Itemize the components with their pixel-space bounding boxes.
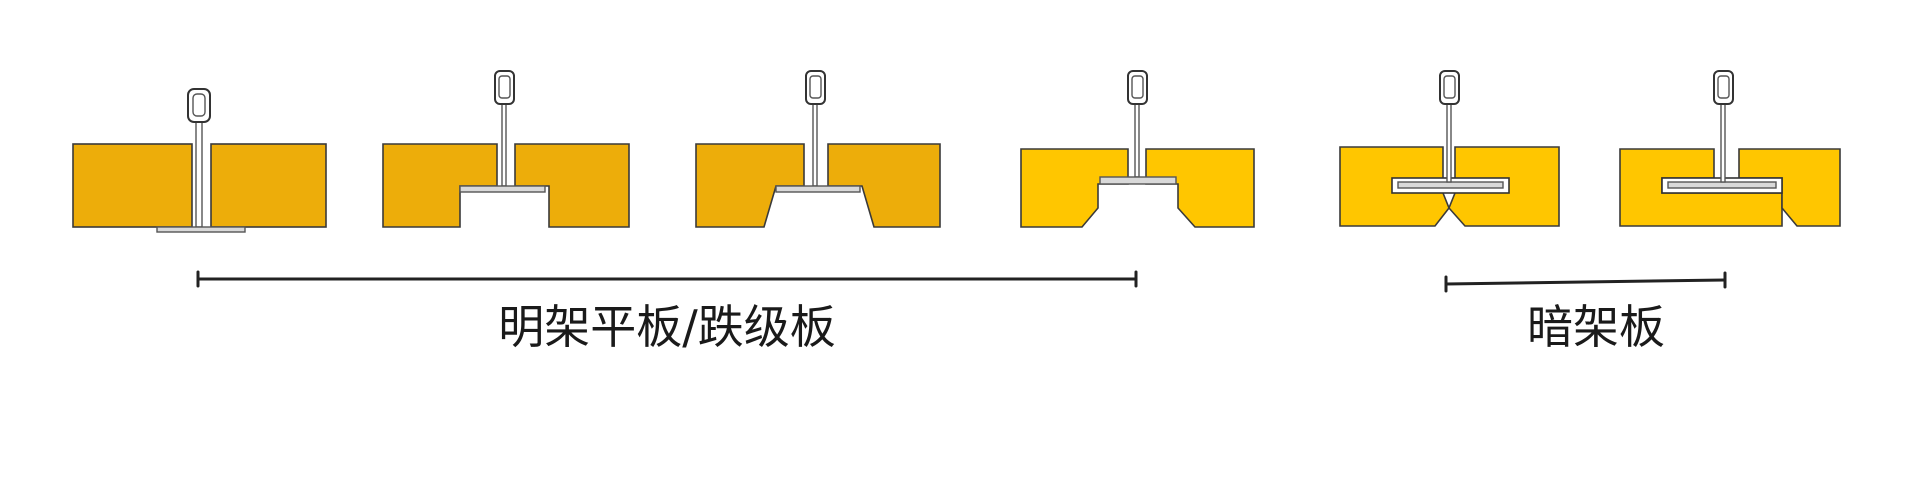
- hanger-wire: [1446, 103, 1452, 183]
- t-bar-flange: [1667, 181, 1777, 189]
- t-bar-flange: [775, 185, 861, 193]
- joint-flat-panel: [72, 88, 327, 233]
- exposed-grid-label: 明架平板/跌级板: [498, 300, 836, 354]
- panel-right: [210, 143, 327, 228]
- exposed-grid-bracket: [196, 270, 1138, 288]
- hanger-loop-inner: [809, 75, 822, 99]
- concealed-grid-bracket: [1444, 271, 1727, 293]
- hanger-loop-inner: [192, 93, 206, 117]
- t-bar-flange: [156, 226, 246, 233]
- t-bar-web: [195, 119, 203, 228]
- panel-right: [1145, 148, 1255, 228]
- bracket-line: [1444, 278, 1727, 286]
- joint-stepped-panel: [382, 70, 630, 228]
- concealed-grid-label: 暗架板: [1527, 300, 1665, 354]
- hanger-loop-inner: [1443, 75, 1456, 99]
- hanger-loop-inner: [1717, 75, 1730, 99]
- hanger-loop-inner: [498, 75, 511, 99]
- joint-concealed-v-panel: [1339, 70, 1560, 227]
- joint-beveled-stepped-panel: [695, 70, 941, 228]
- hanger-wire: [1720, 103, 1726, 183]
- hanger-wire: [501, 103, 507, 187]
- joint-concealed-offset-panel: [1619, 70, 1841, 227]
- t-bar-flange: [1397, 181, 1504, 189]
- joint-recessed-panel: [1020, 70, 1255, 228]
- panel-left: [72, 143, 193, 228]
- t-bar-flange: [1099, 176, 1177, 185]
- panel-left: [1020, 148, 1129, 228]
- hanger-wire: [812, 103, 818, 187]
- t-bar-flange: [459, 185, 546, 193]
- hanger-loop-inner: [1131, 75, 1144, 99]
- hanger-wire: [1134, 103, 1140, 178]
